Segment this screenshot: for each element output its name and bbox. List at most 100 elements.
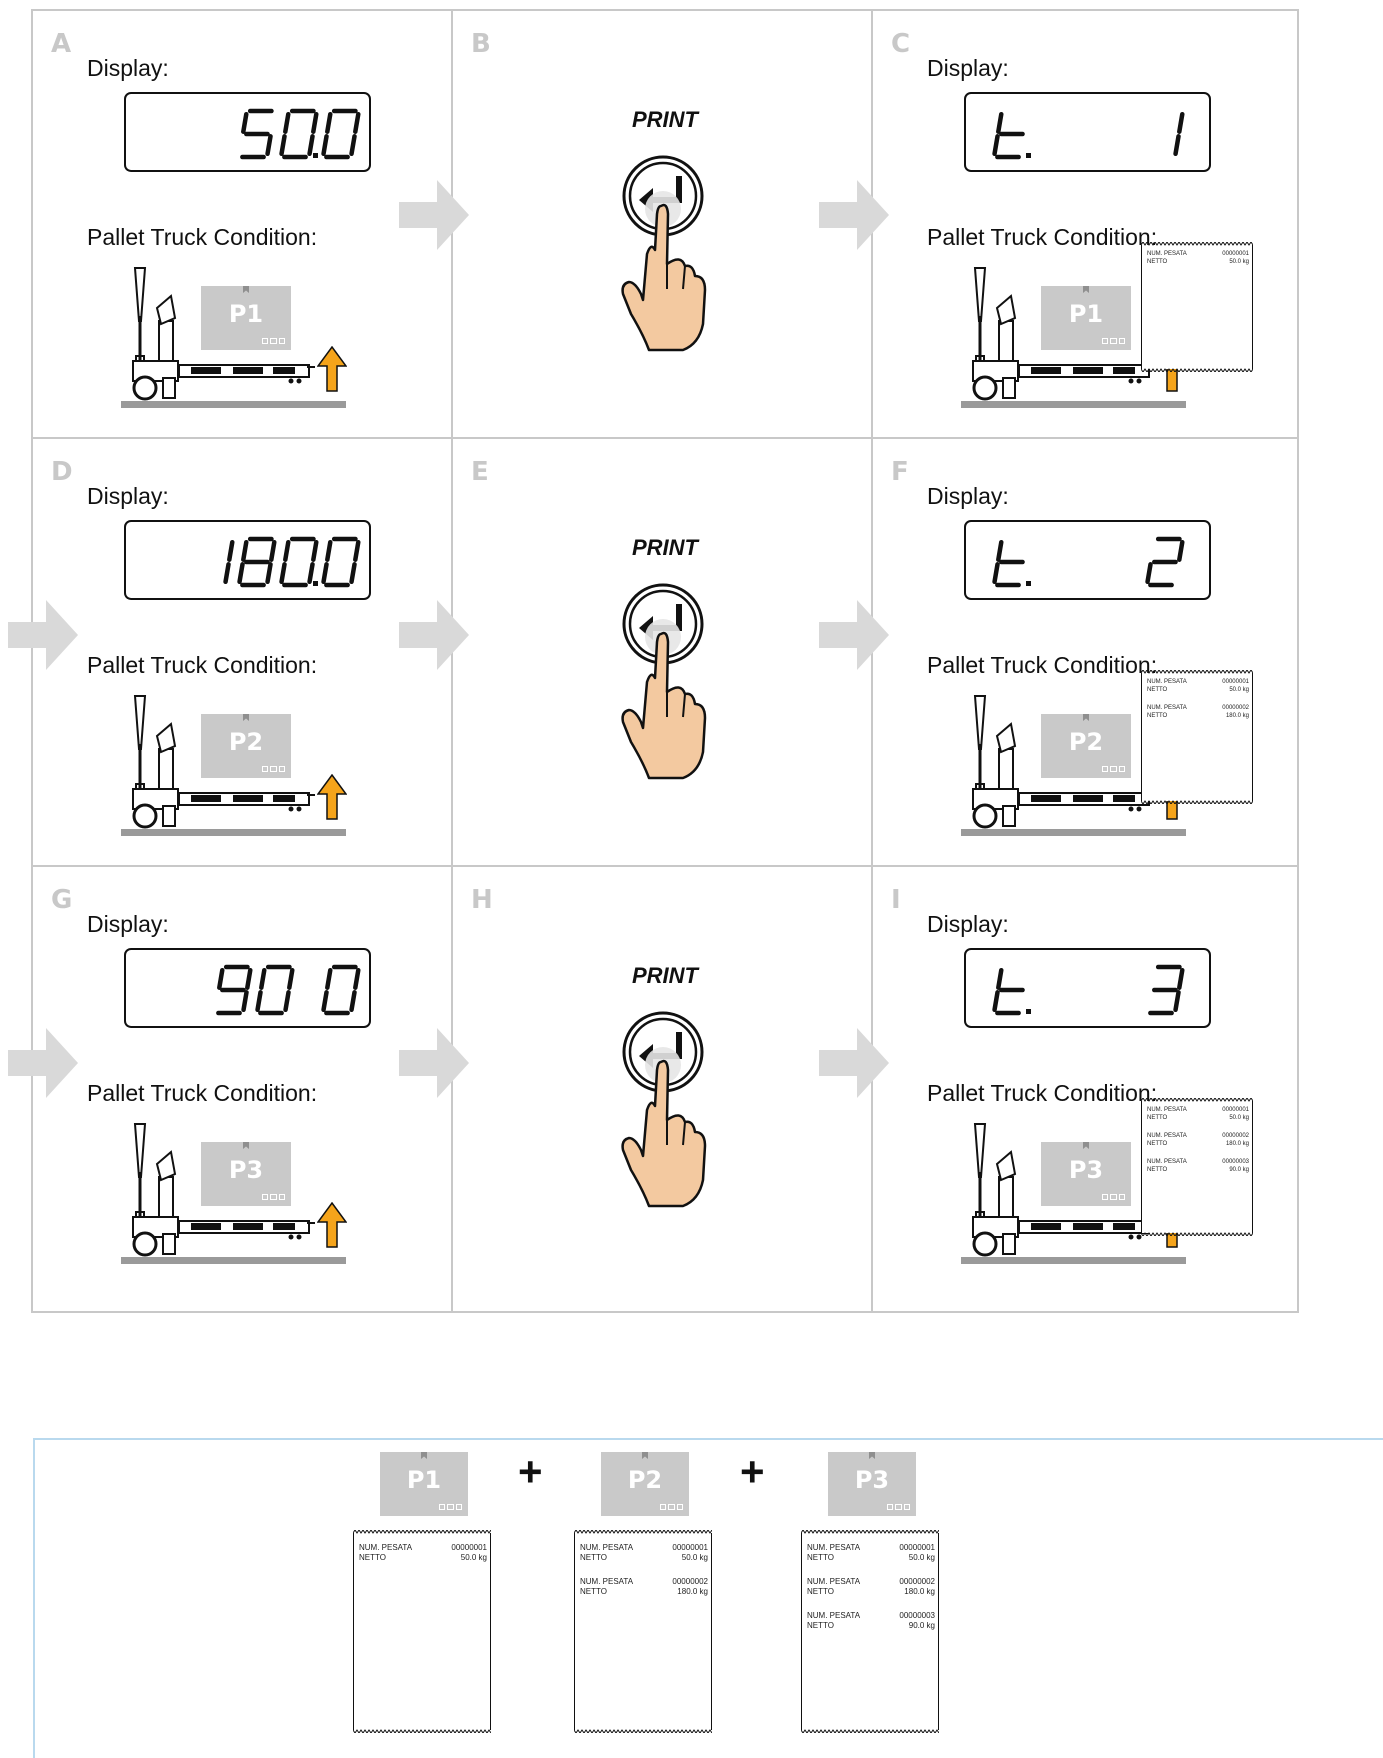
pallet-truck-condition-label: Pallet Truck Condition:: [927, 224, 1157, 251]
receipt-netto-label: NETTO: [1147, 713, 1167, 719]
receipt-netto-label: NETTO: [807, 1587, 834, 1596]
receipt-netto-label: NETTO: [807, 1621, 834, 1630]
flow-arrow-icon: [399, 600, 469, 670]
summary-pallet-box: P1: [380, 1452, 468, 1516]
pallet-tag-icon: [1083, 286, 1089, 293]
summary-receipt: NUM. PESATA00000001NETTO50.0 kgNUM. PESA…: [574, 1533, 712, 1730]
receipt-line-num: NUM. PESATA00000001: [580, 1543, 708, 1552]
pallet-label: P2: [201, 728, 291, 756]
receipt-num-label: NUM. PESATA: [1147, 1107, 1187, 1113]
print-enter-button-icon[interactable]: [621, 582, 721, 782]
segment-digit: [1176, 114, 1183, 154]
print-button[interactable]: [621, 582, 721, 787]
segment-digit: [282, 111, 318, 158]
weight-display: t. 2: [964, 520, 1211, 600]
receipt-tear-edge: [1141, 1230, 1253, 1236]
pallet-tag-icon: [421, 1452, 427, 1459]
segment-digit: [1150, 967, 1182, 1013]
weight-display: 90 . 0: [124, 948, 371, 1028]
pallet-box: P1: [201, 286, 291, 350]
receipt-num-label: NUM. PESATA: [580, 1577, 633, 1586]
pallet-symbols-icon: [262, 1194, 285, 1200]
summary-pallet-box: P3: [828, 1452, 916, 1516]
segment-readout: [126, 94, 373, 174]
receipt-tear-edge: [1141, 242, 1253, 248]
segment-digit: [324, 539, 359, 585]
flow-arrow-icon: [399, 180, 469, 250]
display-label: Display:: [927, 483, 1009, 510]
pallet-label: P2: [601, 1466, 689, 1494]
step-panel-g: GDisplay:90 . 0Pallet Truck Condition: P…: [31, 865, 459, 1313]
receipt-num-value: 00000002: [672, 1577, 708, 1586]
step-letter: C: [891, 29, 910, 59]
pallet-truck-condition-label: Pallet Truck Condition:: [927, 1080, 1157, 1107]
weight-display: t. 1: [964, 92, 1211, 172]
pallet-tag-icon: [243, 1142, 249, 1149]
pallet-symbols-icon: [262, 338, 285, 344]
summary-receipt: NUM. PESATA00000001NETTO50.0 kg: [353, 1533, 491, 1730]
segment-readout: [966, 94, 1213, 174]
receipt-line-num: NUM. PESATA00000003: [1147, 1159, 1249, 1165]
print-button[interactable]: [621, 1010, 721, 1215]
pallet-truck: P1: [121, 266, 371, 416]
print-label: PRINT: [453, 963, 877, 989]
segment-digit: [995, 970, 1031, 1014]
step-letter: I: [891, 885, 901, 915]
step-letter: E: [471, 457, 489, 487]
receipt-num-value: 00000002: [1222, 1133, 1249, 1139]
receipt-tear-edge: [353, 1530, 491, 1536]
receipt-line-num: NUM. PESATA 00000001: [1147, 1107, 1249, 1113]
pallet-label: P1: [1041, 300, 1131, 328]
receipt-netto-label: NETTO: [807, 1553, 834, 1562]
receipt-netto-value: 90.0 kg: [909, 1621, 935, 1630]
print-enter-button-icon[interactable]: [621, 1010, 721, 1210]
receipt-num-value: 00000002: [1222, 705, 1249, 711]
print-label: PRINT: [453, 535, 877, 561]
receipt-netto-label: NETTO: [1147, 687, 1167, 693]
pallet-truck-condition-label: Pallet Truck Condition:: [87, 1080, 317, 1107]
receipt-line-num: NUM. PESATA00000001: [807, 1543, 935, 1552]
pallet-truck-condition-label: Pallet Truck Condition:: [87, 652, 317, 679]
receipt-netto-value: 180.0 kg: [1226, 713, 1249, 719]
step-panel-e: E PRINT: [451, 437, 879, 885]
pallet-label: P3: [1041, 1156, 1131, 1184]
step-panel-d: DDisplay:180.0Pallet Truck Condition: P2: [31, 437, 459, 885]
step-letter: F: [891, 457, 909, 487]
segment-readout: [966, 950, 1213, 1030]
pallet-box: P1: [1041, 286, 1131, 350]
segment-digit: [282, 539, 318, 586]
print-enter-button-icon[interactable]: [621, 154, 721, 354]
receipt-netto-label: NETTO: [1147, 1115, 1167, 1121]
receipt-num-label: NUM. PESATA: [1147, 705, 1187, 711]
pallet-tag-icon: [1083, 714, 1089, 721]
receipt-line-netto: NETTO 180.0 kg: [1147, 713, 1249, 719]
receipt-tear-edge: [1141, 670, 1253, 676]
receipt-netto-value: 50.0 kg: [461, 1553, 487, 1562]
receipt-tear-edge: [1141, 798, 1253, 804]
receipt-num-value: 00000001: [1222, 1107, 1249, 1113]
receipt-tear-edge: [574, 1727, 712, 1733]
flow-arrow-icon: [8, 1028, 78, 1098]
print-button[interactable]: [621, 154, 721, 359]
receipt-num-value: 00000001: [1222, 251, 1249, 257]
step-panel-i: IDisplay:t. 3Pallet Truck Condition: P3N…: [871, 865, 1299, 1313]
pallet-tag-icon: [243, 714, 249, 721]
pallet-truck-condition-label: Pallet Truck Condition:: [927, 652, 1157, 679]
weight-display: t. 3: [964, 948, 1211, 1028]
pallet-symbols-icon: [1102, 766, 1125, 772]
pallet-symbols-icon: [439, 1504, 462, 1510]
receipt-netto-value: 180.0 kg: [1226, 1141, 1249, 1147]
receipt-netto-value: 50.0 kg: [682, 1553, 708, 1562]
receipt-line-num: NUM. PESATA00000001: [359, 1543, 487, 1552]
segment-digit: [226, 542, 233, 582]
segment-digit: [324, 111, 359, 157]
receipt-tear-edge: [353, 1727, 491, 1733]
